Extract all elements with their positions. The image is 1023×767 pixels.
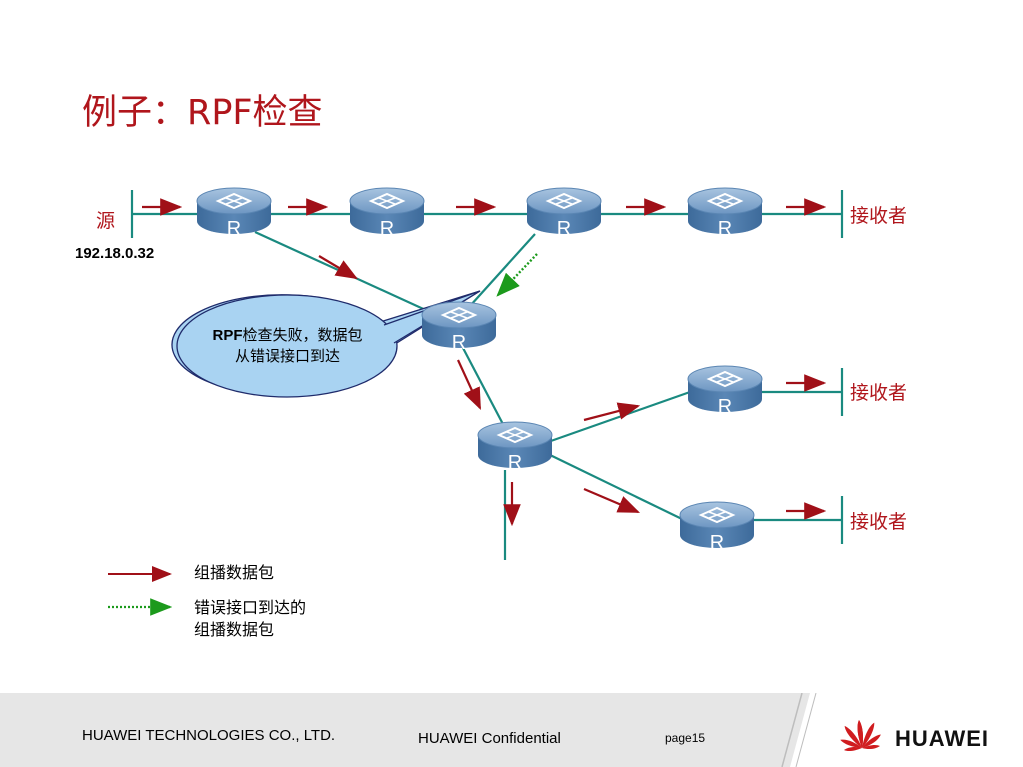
callout-bold: RPF bbox=[212, 327, 243, 344]
callout-line2: 从错误接口到达 bbox=[234, 347, 340, 365]
receiver-label-2: 接收者 bbox=[850, 382, 908, 404]
receiver-label-3: 接收者 bbox=[850, 511, 908, 533]
footer-confidential: HUAWEI Confidential bbox=[418, 730, 561, 747]
link-r6-r8 bbox=[547, 453, 685, 521]
source-label: 源 bbox=[96, 210, 116, 232]
router-label: R bbox=[718, 396, 732, 418]
callout-line1: 检查失败，数据包 bbox=[242, 326, 363, 344]
legend-wrong-line1: 错误接口到达的 bbox=[194, 598, 307, 617]
link-r5-r6 bbox=[462, 347, 506, 429]
router-label: R bbox=[557, 218, 571, 240]
page-title: 例子：RPF检查 bbox=[82, 93, 323, 133]
network-diagram: R R R R R R R R bbox=[108, 187, 844, 616]
legend-wrong-line2: 组播数据包 bbox=[194, 620, 275, 639]
link-r6-r7 bbox=[547, 390, 691, 444]
legend-multicast-label: 组播数据包 bbox=[194, 563, 275, 582]
router-label: R bbox=[710, 532, 724, 554]
callout-text: RPF检查失败，数据包 从错误接口到达 bbox=[180, 325, 395, 367]
wrong-interface-arrow bbox=[496, 253, 538, 297]
footer bbox=[0, 693, 1023, 767]
router-label: R bbox=[452, 332, 466, 354]
link-r3-r5 bbox=[469, 233, 536, 307]
router-label: R bbox=[227, 218, 241, 240]
arrow-6 bbox=[318, 255, 358, 280]
footer-company: HUAWEI TECHNOLOGIES CO., LTD. bbox=[82, 727, 336, 744]
router-label: R bbox=[508, 452, 522, 474]
huawei-logo-icon bbox=[840, 720, 881, 752]
source-address: 192.18.0.32 bbox=[75, 245, 155, 262]
arrow-10 bbox=[583, 487, 641, 514]
arrow-7 bbox=[457, 359, 481, 410]
legend-wrong-label: 错误接口到达的 组播数据包 bbox=[194, 597, 306, 641]
router-label: R bbox=[380, 218, 394, 240]
footer-page: page15 bbox=[665, 731, 706, 745]
footer-brand: HUAWEI bbox=[895, 726, 989, 751]
receiver-label-1: 接收者 bbox=[850, 205, 908, 227]
arrow-8 bbox=[583, 402, 641, 422]
router-label: R bbox=[718, 218, 732, 240]
